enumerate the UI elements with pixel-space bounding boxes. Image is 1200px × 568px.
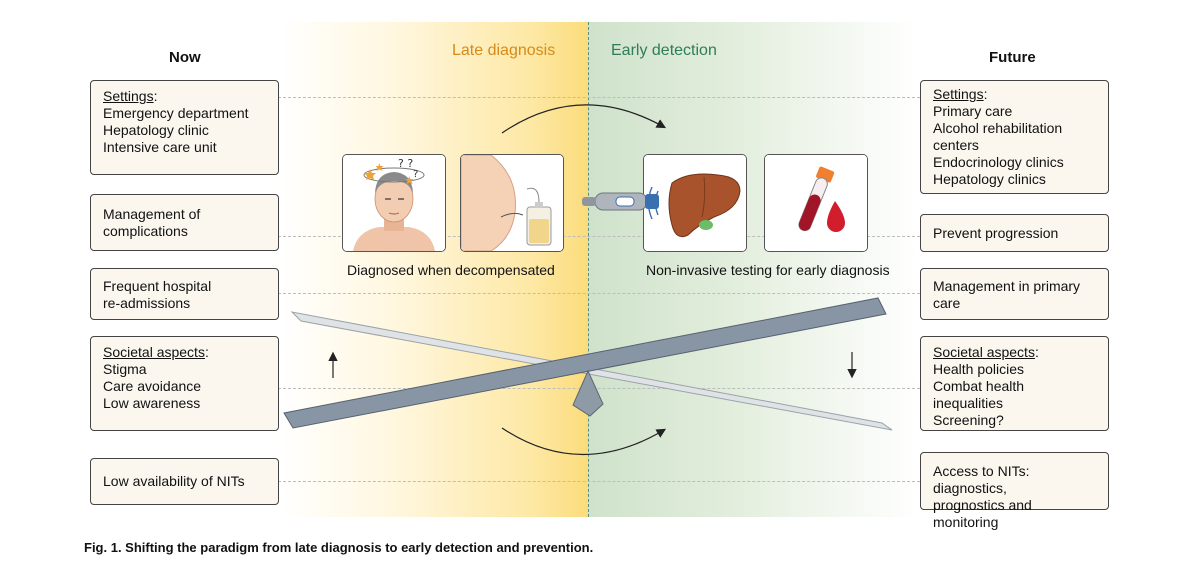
now-nits-text: Low availability of NITs — [103, 473, 245, 489]
now-societal-box: Societal aspects: Stigma Care avoidance … — [90, 336, 279, 431]
future-primary-care-text: care — [933, 295, 961, 311]
now-management-box: Management of complications — [90, 194, 279, 251]
future-societal-box: Societal aspects: Health policies Combat… — [920, 336, 1109, 431]
figure-caption: Fig. 1. Shifting the paradigm from late … — [84, 540, 594, 555]
future-settings-box: Settings: Primary care Alcohol rehabilit… — [920, 80, 1109, 194]
late-diagnosis-label: Late diagnosis — [452, 42, 556, 59]
future-societal-item: Health policies — [933, 361, 1025, 377]
future-settings-item: centers — [933, 137, 979, 153]
future-prevent-box: Prevent progression — [920, 214, 1109, 252]
liver-panel — [643, 154, 747, 252]
seesaw-beam-future — [283, 297, 887, 429]
now-societal-item: Care avoidance — [103, 378, 202, 394]
now-nits-box: Low availability of NITs — [90, 458, 279, 505]
now-title: Now — [169, 49, 201, 66]
row-connector — [278, 481, 920, 482]
row-connector — [278, 293, 920, 294]
now-societal-item: Low awareness — [103, 395, 201, 411]
now-settings-box: Settings: Emergency department Hepatolog… — [90, 80, 279, 175]
future-societal-item: Combat health inequalities — [933, 378, 1025, 411]
future-settings-item: Endocrinology clinics — [933, 154, 1064, 170]
future-settings-item: Alcohol rehabilitation — [933, 120, 1063, 136]
future-settings-header: Settings — [933, 86, 984, 102]
now-societal-item: Stigma — [103, 361, 147, 377]
future-settings-item: Hepatology clinics — [933, 171, 1046, 187]
late-diagnosis-background — [280, 22, 588, 517]
row-connector — [278, 97, 920, 98]
elastography-probe-icon — [582, 192, 659, 211]
blood-tube-icon — [765, 155, 867, 251]
now-readmissions-text: Frequent hospital — [103, 278, 212, 294]
liver-icon — [644, 155, 746, 251]
bottom-transition-arrow — [501, 427, 667, 456]
now-management-text: Management of — [103, 206, 201, 222]
now-settings-item: Intensive care unit — [103, 139, 217, 155]
future-nits-box: Access to NITs: diagnostics, prognostics… — [920, 452, 1109, 530]
future-title: Future — [989, 49, 1036, 66]
future-primary-care-text: Management in primary — [933, 278, 1081, 294]
future-prevent-text: Prevent progression — [933, 225, 1059, 241]
svg-text:?: ? — [413, 169, 418, 180]
row-connector — [278, 236, 920, 237]
now-settings-item: Hepatology clinic — [103, 122, 209, 138]
seesaw-fulcrum — [572, 369, 604, 417]
future-nits-text: Access to NITs: diagnostics, — [933, 463, 1030, 496]
now-readmissions-text: re-admissions — [103, 295, 191, 311]
patient-face-icon: ? ? ? — [343, 155, 445, 251]
ascites-drainage-icon — [461, 155, 563, 251]
now-societal-header: Societal aspects — [103, 344, 205, 360]
early-detection-background — [588, 22, 918, 517]
early-caption: Non-invasive testing for early diagnosis — [646, 262, 890, 278]
future-societal-header: Societal aspects — [933, 344, 1035, 360]
future-societal-item: Screening? — [933, 412, 1004, 428]
future-settings-item: Primary care — [933, 103, 1013, 119]
now-readmissions-box: Frequent hospital re-admissions — [90, 268, 279, 320]
now-settings-item: Emergency department — [103, 105, 249, 121]
center-divider — [588, 22, 589, 517]
late-caption: Diagnosed when decompensated — [347, 262, 555, 278]
future-primary-care-box: Management in primary care — [920, 268, 1109, 320]
future-nits-text: prognostics and monitoring — [933, 497, 1032, 530]
now-settings-header: Settings — [103, 88, 154, 104]
blood-test-panel — [764, 154, 868, 252]
patient-panel: ? ? ? — [342, 154, 446, 252]
svg-text:? ?: ? ? — [398, 157, 413, 170]
row-connector — [278, 388, 920, 389]
ascites-panel — [460, 154, 564, 252]
early-detection-label: Early detection — [611, 42, 717, 59]
now-management-text: complications — [103, 223, 188, 239]
top-transition-arrow — [501, 104, 667, 134]
